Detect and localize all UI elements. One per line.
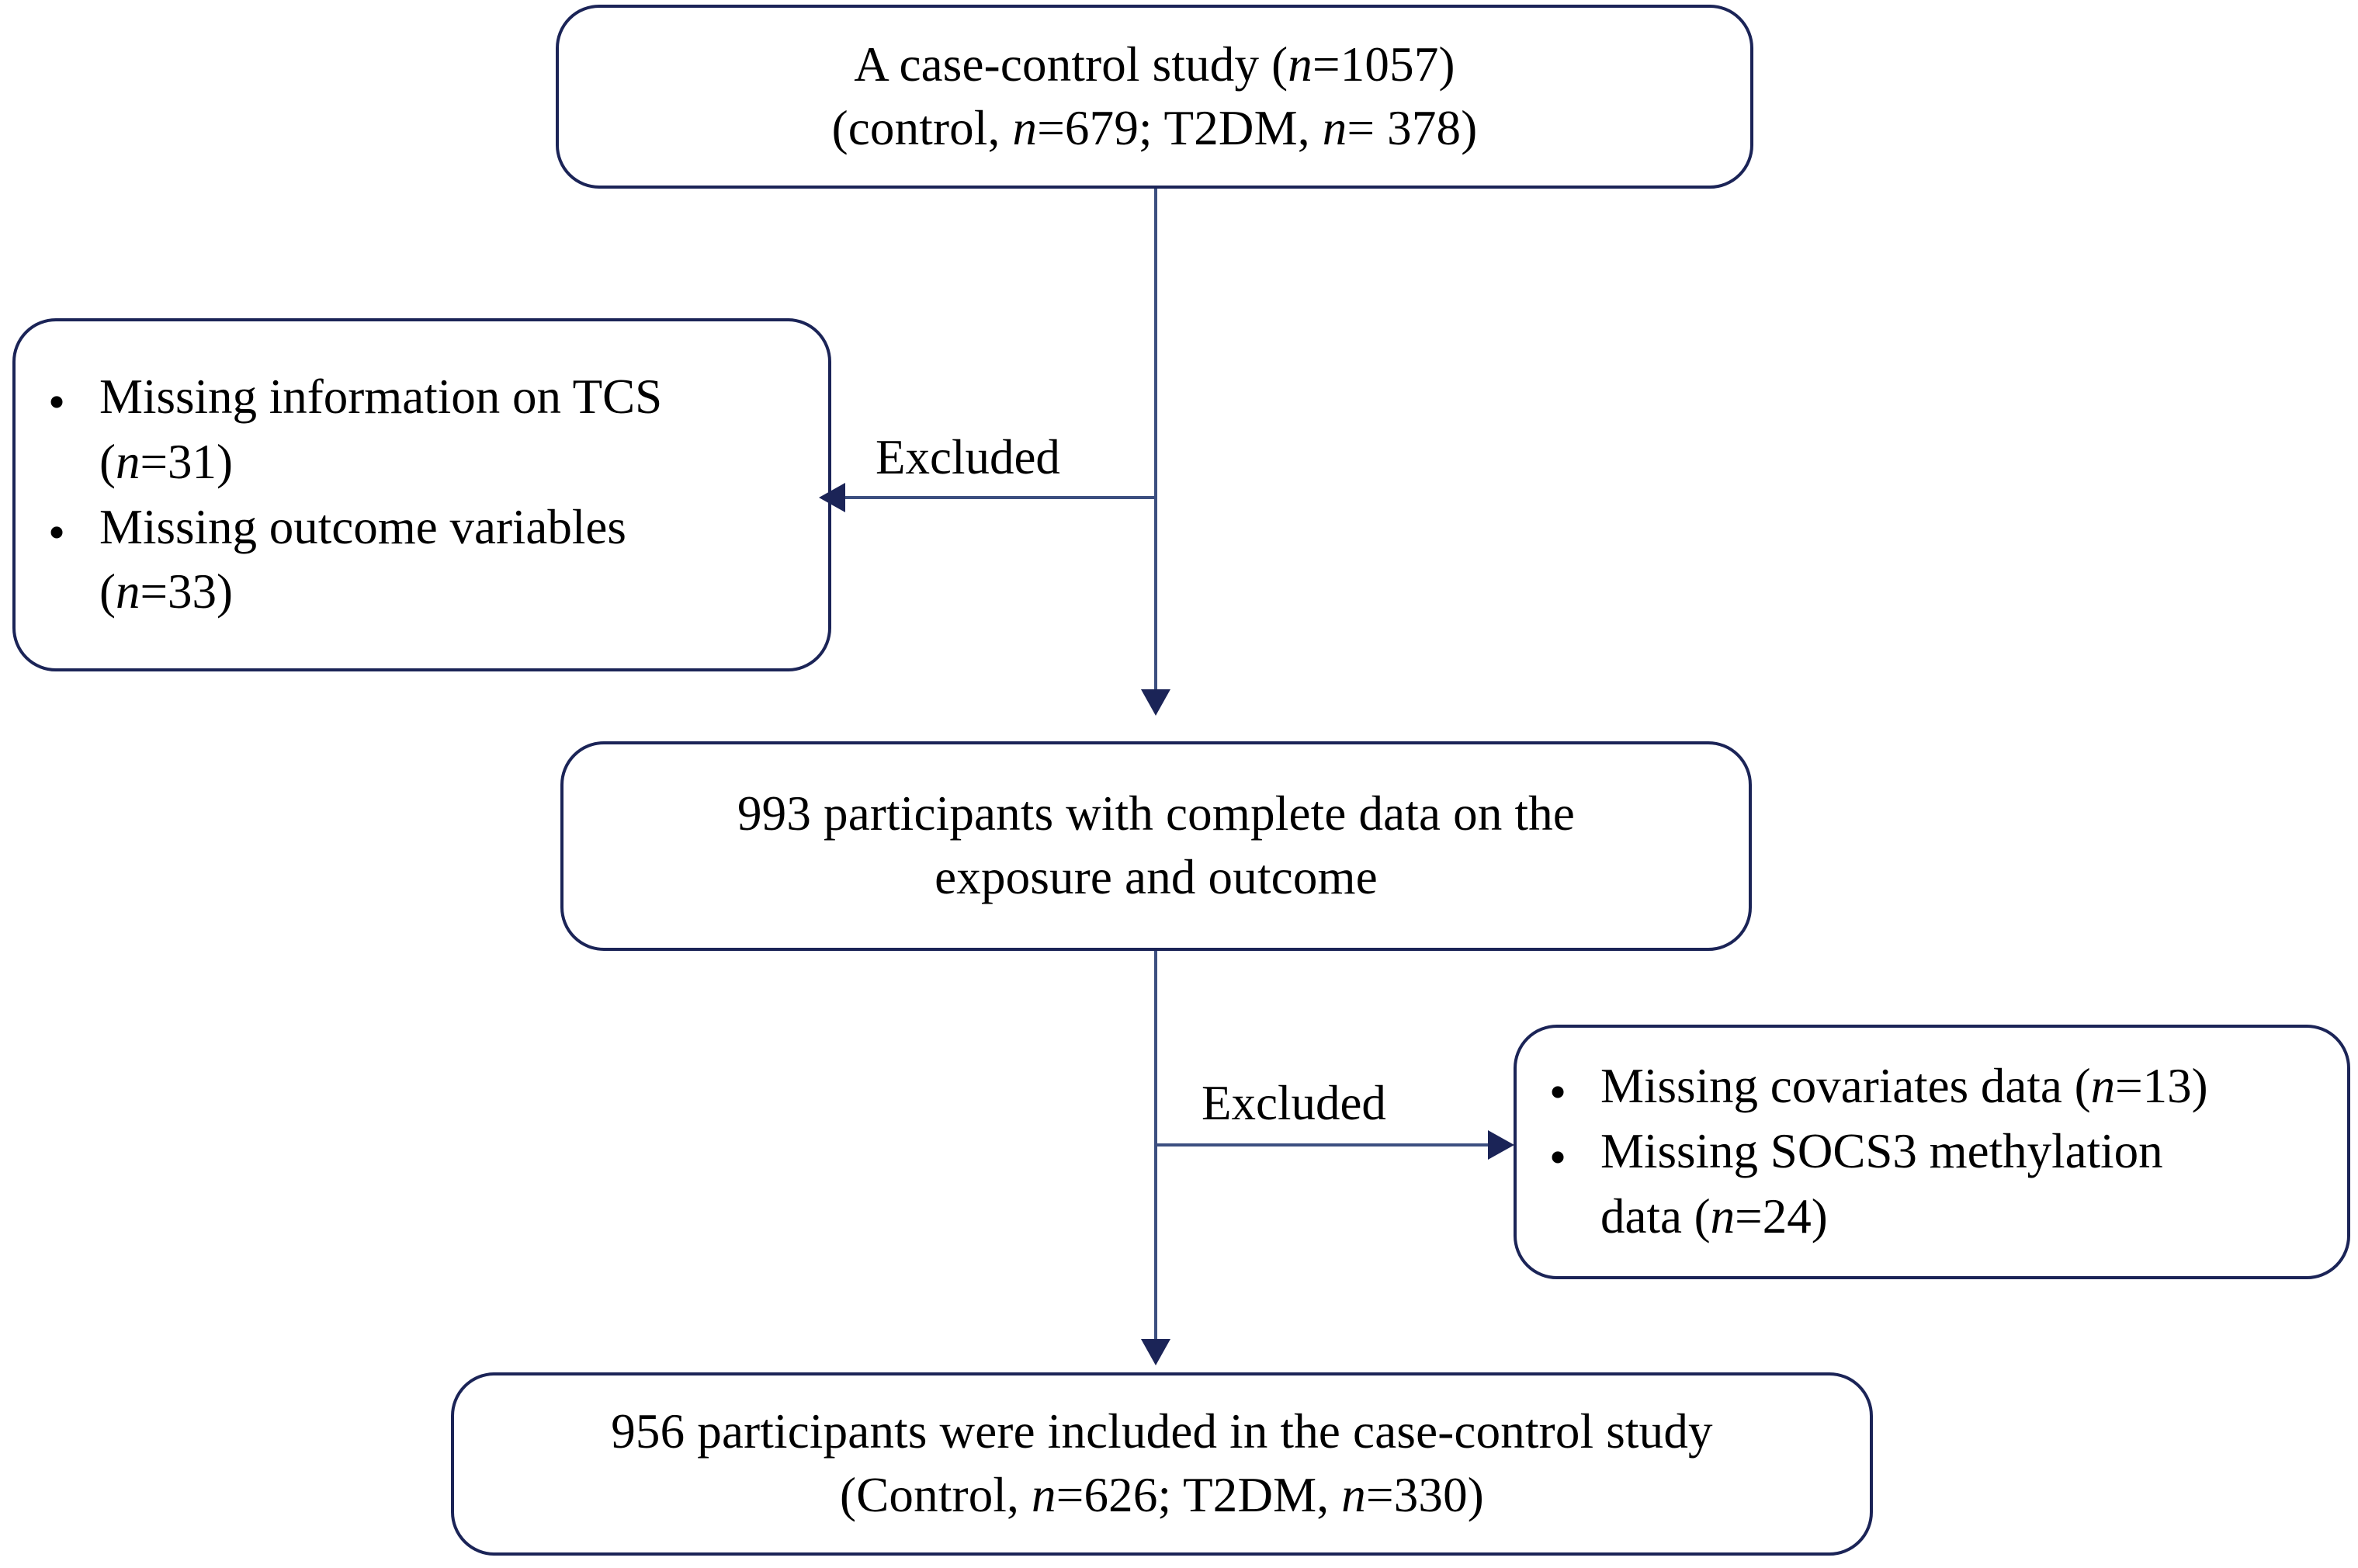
complete-data-line-2: exposure and outcome: [935, 850, 1378, 904]
enrolled-line-2: (control, n=679; T2DM, n= 378): [831, 100, 1478, 155]
n-symbol: n: [1710, 1188, 1736, 1244]
included-participants-box: 956 participants were included in the ca…: [451, 1372, 1873, 1556]
edge-label-excluded-1: Excluded: [876, 430, 1060, 484]
edge-label-excluded-2: Excluded: [1202, 1076, 1386, 1130]
connector-complete-to-exclusion-2: [1156, 1143, 1488, 1147]
n-symbol: n: [115, 564, 140, 619]
second-exclusion-list: • Missing covariates data (n=13) • Missi…: [1517, 1054, 2347, 1249]
enrolled-line-1: A case-control study (n=1057): [854, 36, 1455, 92]
n-symbol: n: [2090, 1059, 2116, 1114]
enrolled-cohort-box: A case-control study (n=1057) (control, …: [556, 5, 1753, 189]
complete-data-box: 993 participants with complete data on t…: [560, 741, 1752, 951]
arrow-down-icon: [1141, 1339, 1170, 1365]
exclusion-count-value: =13): [2115, 1059, 2208, 1114]
list-item: • Missing information on TCS (n=31): [16, 365, 828, 495]
exclusion-reason-text: Missing outcome variables: [99, 499, 626, 554]
connector-enrolled-to-exclusion-1: [845, 496, 1156, 499]
list-item: • Missing covariates data (n=13): [1517, 1054, 2347, 1119]
exclusion-reason-text: Missing covariates data (: [1600, 1059, 2091, 1114]
first-exclusion-list: • Missing information on TCS (n=31) • Mi…: [16, 365, 828, 625]
exclusion-count-open: (: [99, 434, 116, 489]
exclusion-count-open: data (: [1600, 1188, 1711, 1244]
n-symbol: n: [115, 434, 140, 489]
arrow-down-icon: [1141, 689, 1170, 716]
included-line-2: (Control, n=626; T2DM, n=330): [840, 1468, 1484, 1522]
exclusion-count-open: (: [99, 564, 116, 619]
complete-data-line-1: 993 participants with complete data on t…: [737, 786, 1576, 841]
bullet-icon: •: [1549, 1064, 1567, 1119]
exclusion-reason-text: Missing SOCS3 methylation: [1600, 1124, 2163, 1179]
list-item: • Missing SOCS3 methylation data (n=24): [1517, 1119, 2347, 1250]
list-item: • Missing outcome variables (n=33): [16, 495, 828, 626]
bullet-icon: •: [1549, 1129, 1567, 1185]
second-exclusion-box: • Missing covariates data (n=13) • Missi…: [1514, 1025, 2350, 1279]
first-exclusion-box: • Missing information on TCS (n=31) • Mi…: [12, 318, 831, 671]
exclusion-reason-text: Missing information on TCS: [99, 369, 663, 424]
connector-enrolled-to-complete: [1154, 189, 1157, 689]
exclusion-count-value: =31): [140, 434, 233, 489]
included-line-1: 956 participants were included in the ca…: [611, 1404, 1713, 1459]
exclusion-count-value: =33): [140, 564, 233, 619]
bullet-icon: •: [48, 375, 66, 430]
arrow-left-icon: [819, 483, 845, 512]
bullet-icon: •: [48, 505, 66, 560]
arrow-right-icon: [1488, 1130, 1514, 1160]
exclusion-count-value: =24): [1735, 1188, 1828, 1244]
